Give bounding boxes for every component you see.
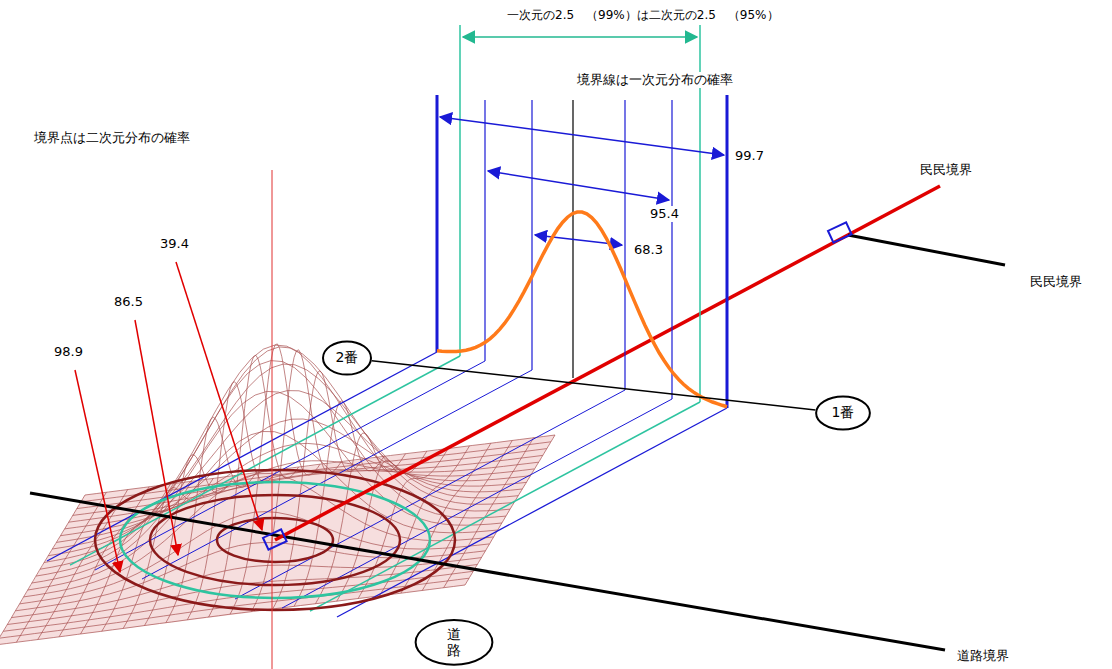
probability-value: 95.4	[648, 206, 681, 222]
probability-value: 39.4	[158, 236, 191, 252]
projection-lines	[47, 352, 727, 617]
private-boundary-line	[848, 235, 1005, 265]
note-label: 境界線は一次元分布の確率	[575, 72, 735, 88]
probability-value: 86.5	[112, 294, 145, 310]
node-text: 1番	[832, 404, 855, 422]
probability-value: 68.3	[632, 242, 665, 258]
node-text: 2番	[336, 349, 359, 367]
leader-line	[135, 320, 178, 555]
leader-line	[176, 262, 262, 530]
bivariate-mesh	[0, 344, 555, 645]
boundary-point	[263, 529, 287, 549]
boundary-line	[275, 186, 940, 540]
circled-label: 道路	[414, 618, 494, 667]
note-label: 道路境界	[955, 648, 1011, 664]
vertical-axis	[272, 170, 273, 669]
leader-line	[75, 370, 120, 572]
probability-value: 99.7	[733, 148, 766, 164]
normal-curve	[437, 212, 727, 407]
circled-label: 2番	[322, 340, 372, 376]
span-arrow	[463, 36, 697, 38]
baseline-connector	[372, 361, 816, 410]
note-label: 一次元の2.5 （99%）は二次元の2.5 （95%）	[505, 8, 781, 22]
note-label: 民民境界	[1028, 274, 1084, 290]
probability-value: 98.9	[52, 344, 85, 360]
note-label: 民民境界	[918, 162, 974, 178]
node-text: 道路	[447, 627, 461, 658]
road-boundary-line	[30, 493, 945, 650]
boundary-point	[828, 222, 852, 242]
circled-label: 1番	[815, 395, 871, 431]
note-label: 境界点は二次元分布の確率	[32, 130, 192, 146]
